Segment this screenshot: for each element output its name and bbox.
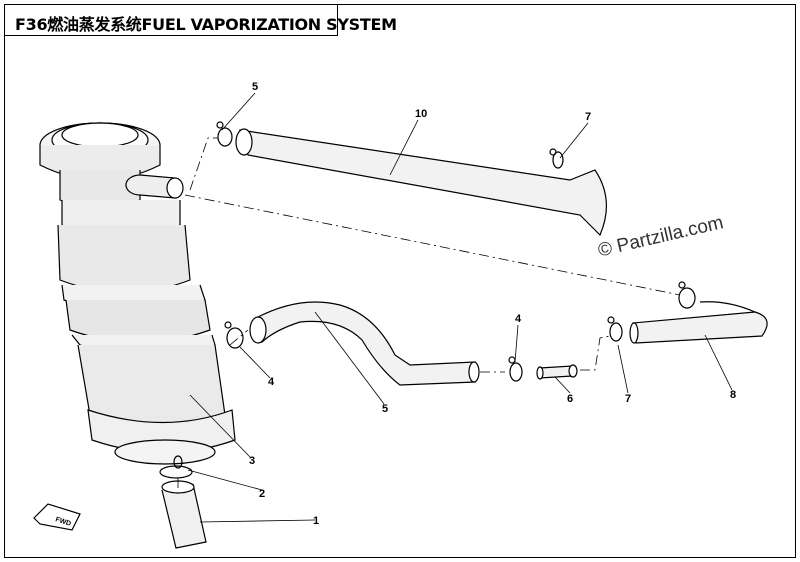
connection-line-main bbox=[184, 194, 681, 296]
fitting-part-6 bbox=[536, 364, 578, 380]
clamp-part-5-top bbox=[216, 121, 233, 147]
clamp-part-4-left bbox=[224, 321, 244, 349]
clamp-part-7-top bbox=[549, 148, 564, 169]
callout-5-middle: 5 bbox=[382, 403, 388, 415]
connection-line-fitting bbox=[580, 335, 611, 371]
connection-line-5 bbox=[189, 137, 218, 191]
callout-6: 6 bbox=[567, 393, 573, 405]
callout-5-top: 5 bbox=[252, 81, 258, 93]
hose-part-8 bbox=[629, 301, 768, 344]
hose-part-1 bbox=[161, 480, 207, 549]
callout-4-right: 4 bbox=[515, 313, 522, 325]
callout-7-lower: 7 bbox=[625, 393, 631, 405]
title-box: F36燃油蒸发系统FUEL VAPORIZATION SYSTEM bbox=[4, 4, 397, 36]
fwd-arrow bbox=[33, 503, 81, 531]
callout-4-left: 4 bbox=[268, 376, 275, 388]
connection-line-4 bbox=[229, 329, 249, 346]
diagram-frame bbox=[4, 4, 796, 558]
callout-7-top: 7 bbox=[585, 111, 591, 123]
callout-8: 8 bbox=[730, 389, 736, 401]
hose-part-5 bbox=[249, 301, 480, 386]
diagram-title: F36燃油蒸发系统FUEL VAPORIZATION SYSTEM bbox=[15, 15, 397, 34]
callout-1: 1 bbox=[313, 515, 319, 527]
clamp-part-7-lower bbox=[607, 316, 623, 342]
hose-part-10 bbox=[235, 128, 608, 237]
callout-2: 2 bbox=[259, 488, 265, 500]
callout-3: 3 bbox=[249, 455, 255, 467]
callout-10: 10 bbox=[415, 108, 427, 120]
fwd-label: FWD bbox=[54, 516, 71, 528]
canister-part bbox=[39, 122, 236, 465]
clamp-part-2 bbox=[159, 455, 193, 479]
clamp-near-part-8 bbox=[678, 281, 696, 309]
